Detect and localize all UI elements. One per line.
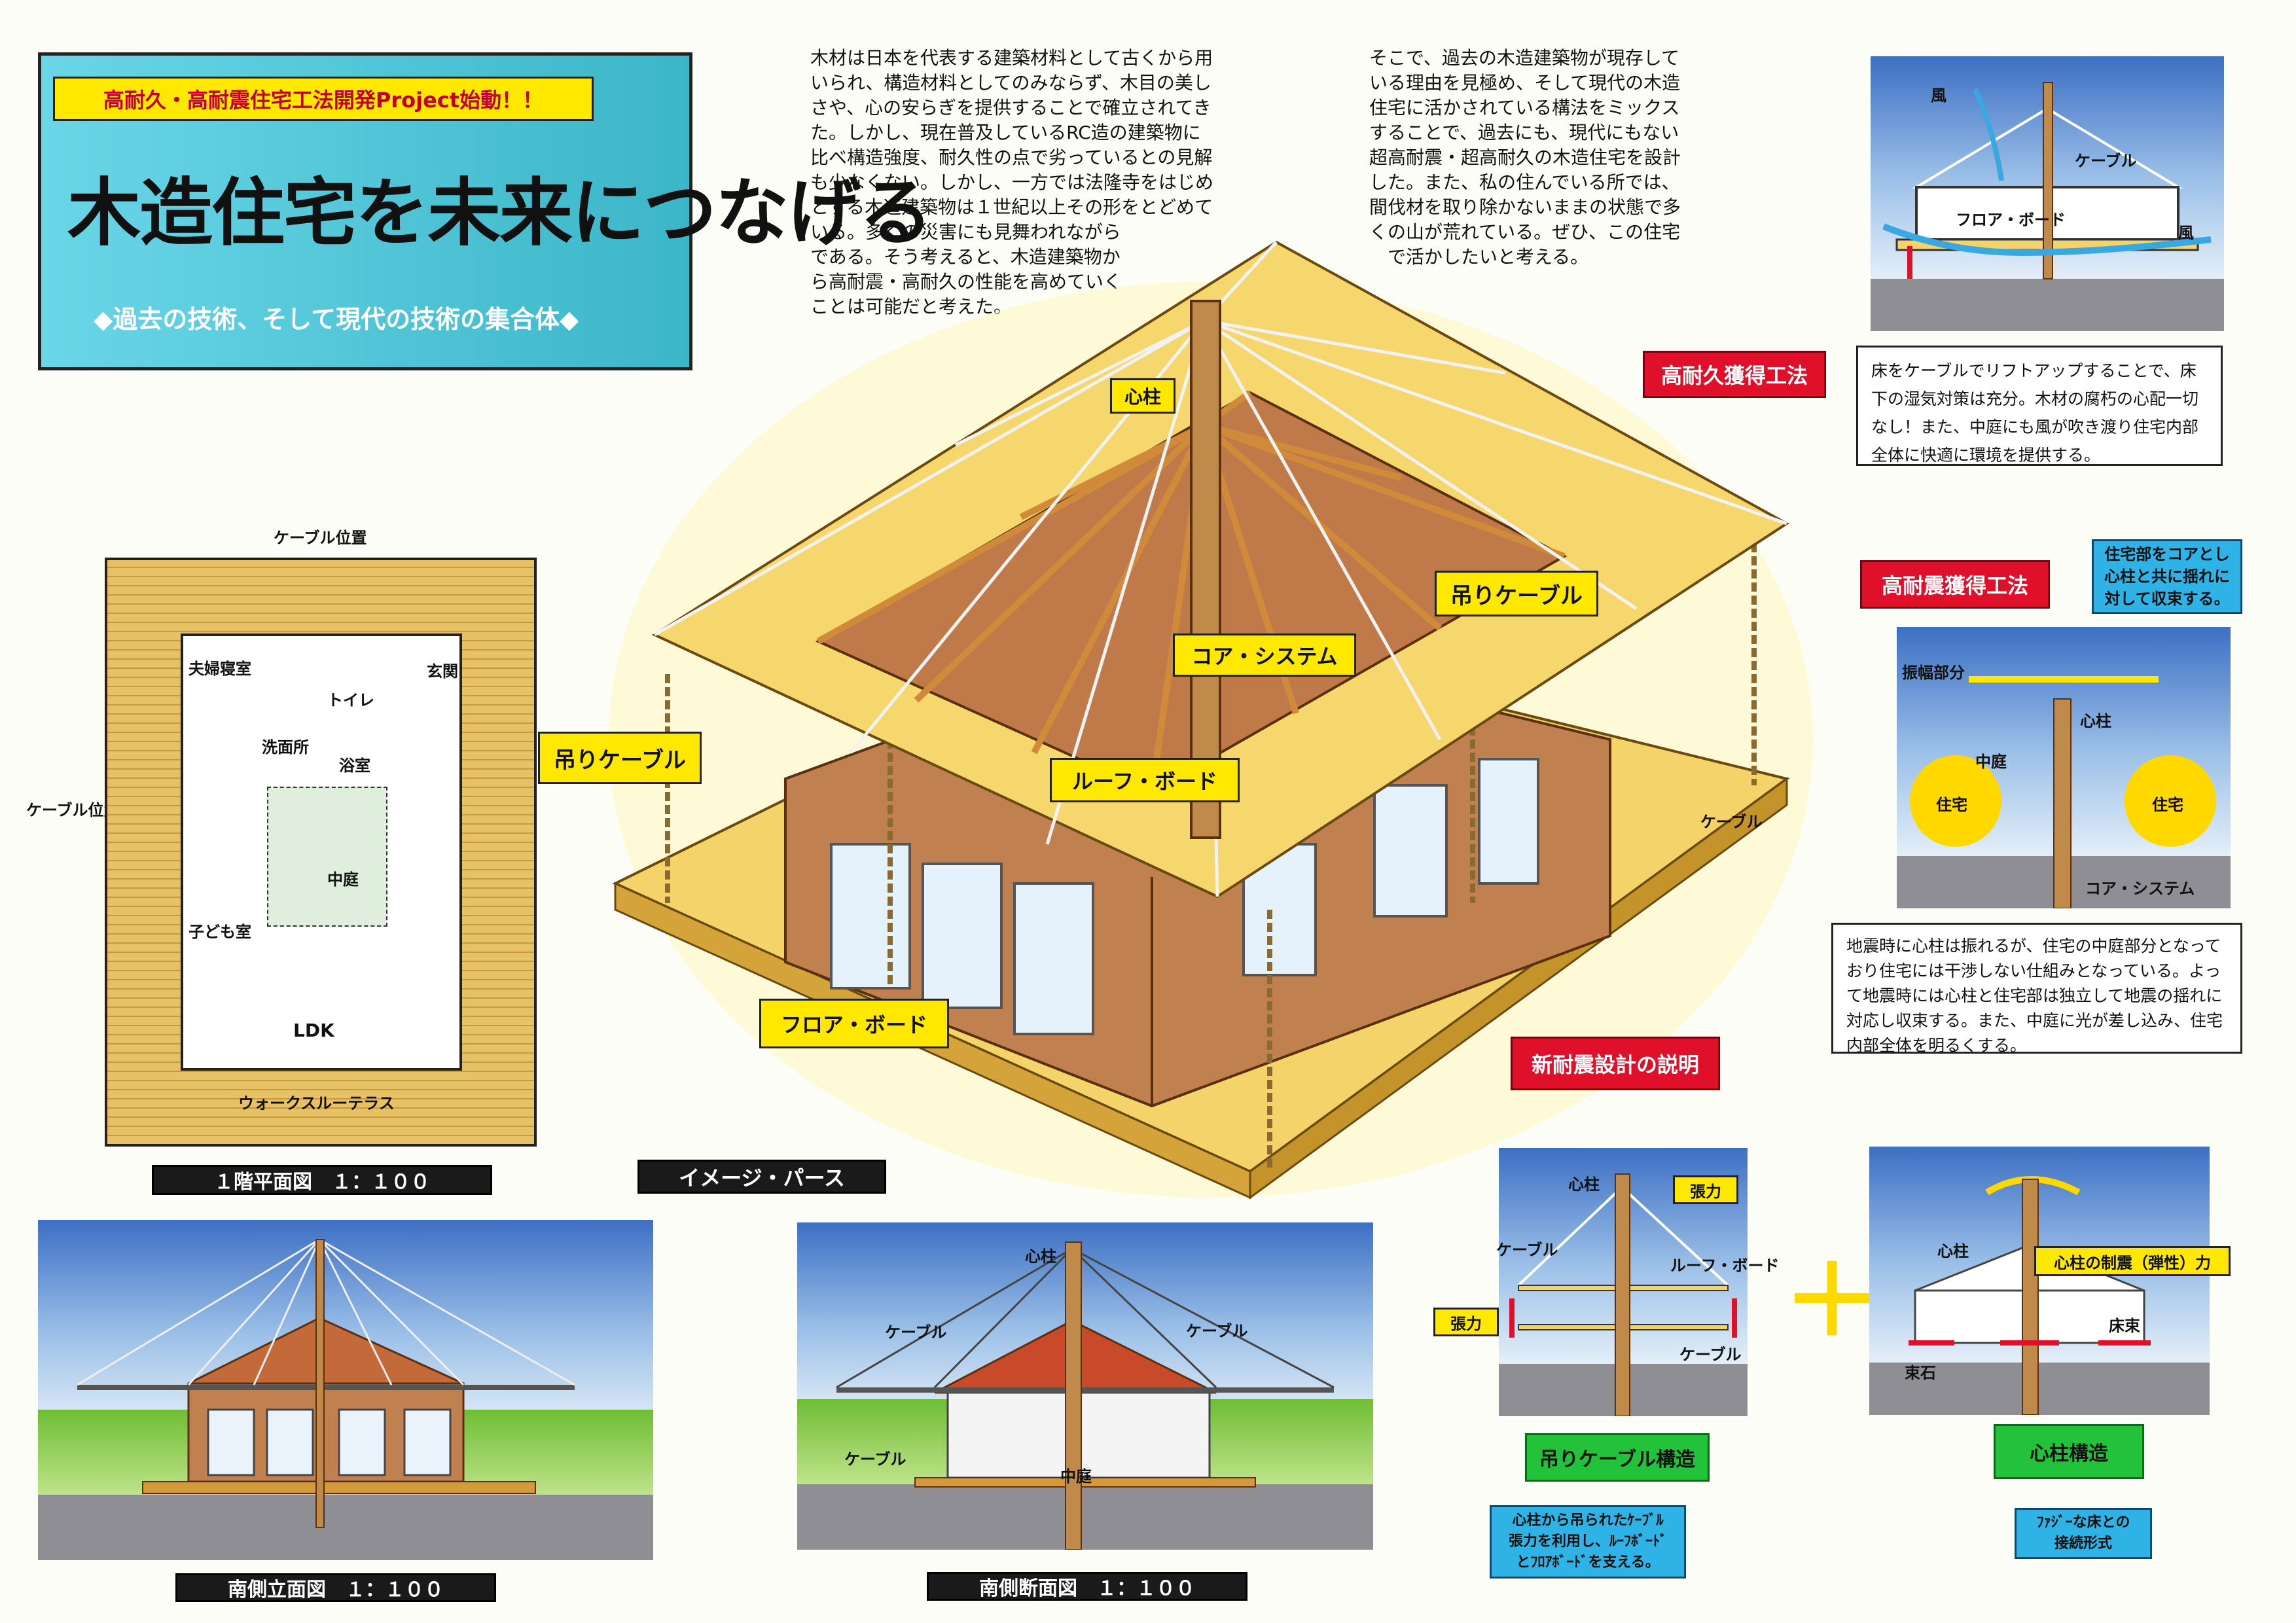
core-pillar-diagram <box>1869 1147 2210 1415</box>
seismic-core-system: コア・システム <box>2085 880 2195 898</box>
room-washroom: 洗面所 <box>262 738 309 757</box>
main-title: 木造住宅を未来につなげる <box>67 171 933 256</box>
nd-right-label: 心柱構造 <box>1994 1424 2144 1479</box>
durability-wind-2: 風 <box>2178 224 2194 242</box>
nd-left-tension-top: 張力 <box>1673 1175 1738 1204</box>
plan-cable-top: ケーブル位置 <box>274 529 367 547</box>
label-cable: ケーブル <box>1700 813 1763 831</box>
elevation-caption: 南側立面図 １：１００ <box>175 1573 496 1602</box>
durability-wind-1: 風 <box>1931 86 1946 105</box>
floor-plan: 夫婦寝室 トイレ 洗面所 浴室 中庭 子ども室 LDK 玄関 ウォークスルーテラ… <box>105 558 537 1147</box>
nd-right-note: ﾌｧｼﾞｰな床との 接続形式 <box>2015 1508 2152 1559</box>
intro-text-col2: そこで、過去の木造建築物が現存して いる理由を見極め、そして現代の木造 住宅に活… <box>1369 47 1681 268</box>
durability-note: 床をケーブルでリフトアップすることで、床下の湿気対策は充分。木材の腐朽の心配一切… <box>1856 346 2223 466</box>
nd-left-cable: ケーブル <box>1496 1241 1558 1259</box>
new-design-heading: 新耐震設計の説明 <box>1511 1037 1720 1090</box>
room-terrace: ウォークスルーテラス <box>238 1094 395 1113</box>
room-kids: 子ども室 <box>188 923 251 941</box>
nd-left-cable-low: ケーブル <box>1679 1346 1742 1364</box>
nd-left-tension-left: 張力 <box>1433 1308 1499 1336</box>
nd-right-damping: 心柱の制震（弾性）力 <box>2034 1246 2231 1276</box>
plan-interior: 夫婦寝室 トイレ 洗面所 浴室 中庭 子ども室 LDK <box>181 633 462 1071</box>
durability-diagram: 風 風 ケーブル フロア・ボード <box>1871 56 2224 331</box>
section-courtyard: 中庭 <box>1060 1467 1092 1486</box>
seismic-courtyard: 中庭 <box>1975 753 2007 771</box>
plan-cable-left: ケーブル位置 <box>26 801 120 819</box>
durability-heading: 高耐久獲得工法 <box>1643 351 1826 398</box>
nd-right-floor-beam: 床束 <box>2109 1317 2140 1335</box>
label-hanging-cable-right: 吊りケーブル <box>1435 571 1598 616</box>
seismic-diagram: 振幅部分 心柱 中庭 住宅 住宅 コア・システム <box>1897 627 2231 908</box>
nd-right-stone: 束石 <box>1905 1364 1936 1382</box>
plus-sign: ＋ <box>1783 1245 1882 1359</box>
room-toilet: トイレ <box>327 691 374 709</box>
durability-floor: フロア・ボード <box>1956 211 2066 229</box>
seismic-blue-note: 住宅部をコアとし 心柱と共に揺れに 対して収束する。 <box>2092 539 2242 614</box>
label-floor-board: フロア・ボード <box>759 999 949 1048</box>
section-cable-low: ケーブル <box>844 1450 906 1469</box>
room-bath: 浴室 <box>339 757 370 775</box>
subtitle: ◆過去の技術、そして現代の技術の集合体◆ <box>94 305 579 334</box>
section-caption: 南側断面図 １：１００ <box>927 1572 1247 1601</box>
nd-right-core: 心柱 <box>1937 1242 1969 1260</box>
project-banner-text: 高耐久・高耐震住宅工法開発Project始動！！ <box>103 88 544 113</box>
perspective-caption: イメージ・パース <box>637 1160 886 1194</box>
intro-text-col1: 木材は日本を代表する建築材料として古くから用 いられ、構造材料としてのみならず、… <box>810 47 1214 317</box>
title-panel: 高耐久・高耐震住宅工法開発Project始動！！ 木造住宅を未来につなげる ◆過… <box>38 52 933 370</box>
room-master: 夫婦寝室 <box>188 660 251 678</box>
project-banner: 高耐久・高耐震住宅工法開発Project始動！！ <box>53 77 594 121</box>
seismic-swing: 振幅部分 <box>1902 664 1965 682</box>
section-cable-right: ケーブル <box>1186 1322 1248 1340</box>
section-cable-left: ケーブル <box>885 1323 947 1342</box>
seismic-note: 地震時に心柱は振れるが、住宅の中庭部分となっており住宅には干渉しない仕組みとなっ… <box>1831 923 2242 1055</box>
seismic-heading: 高耐震獲得工法 <box>1860 560 2050 609</box>
label-core-pillar: 心柱 <box>1110 378 1175 414</box>
label-hanging-cable-left: 吊りケーブル <box>538 732 702 784</box>
room-courtyard-area <box>267 787 387 927</box>
room-courtyard: 中庭 <box>327 870 359 889</box>
nd-left-label: 吊りケーブル構造 <box>1525 1433 1710 1482</box>
section-drawing <box>797 1222 1373 1550</box>
seismic-house-left: 住宅 <box>1936 796 1967 814</box>
nd-left-note: 心柱から吊られたｹｰﾌﾞﾙ 張力を利用し、ﾙｰﾌﾎﾞｰﾄﾞ とﾌﾛｱﾎﾞｰﾄﾞを… <box>1490 1505 1686 1578</box>
durability-cable: ケーブル <box>2075 152 2137 170</box>
room-entrance: 玄関 <box>427 662 458 681</box>
label-core-system: コア・システム <box>1173 633 1356 677</box>
section-core: 心柱 <box>1025 1247 1056 1266</box>
label-roof-board: ルーフ・ボード <box>1050 758 1240 802</box>
room-ldk: LDK <box>293 1020 334 1041</box>
nd-left-core: 心柱 <box>1568 1175 1600 1194</box>
seismic-core: 心柱 <box>2080 712 2111 730</box>
elevation-drawing <box>38 1220 653 1560</box>
floor-plan-caption: １階平面図 １：１００ <box>152 1165 492 1195</box>
perspective-drawing <box>609 240 1813 1200</box>
nd-left-roof-board: ルーフ・ボード <box>1670 1257 1780 1275</box>
seismic-house-right: 住宅 <box>2152 796 2183 814</box>
